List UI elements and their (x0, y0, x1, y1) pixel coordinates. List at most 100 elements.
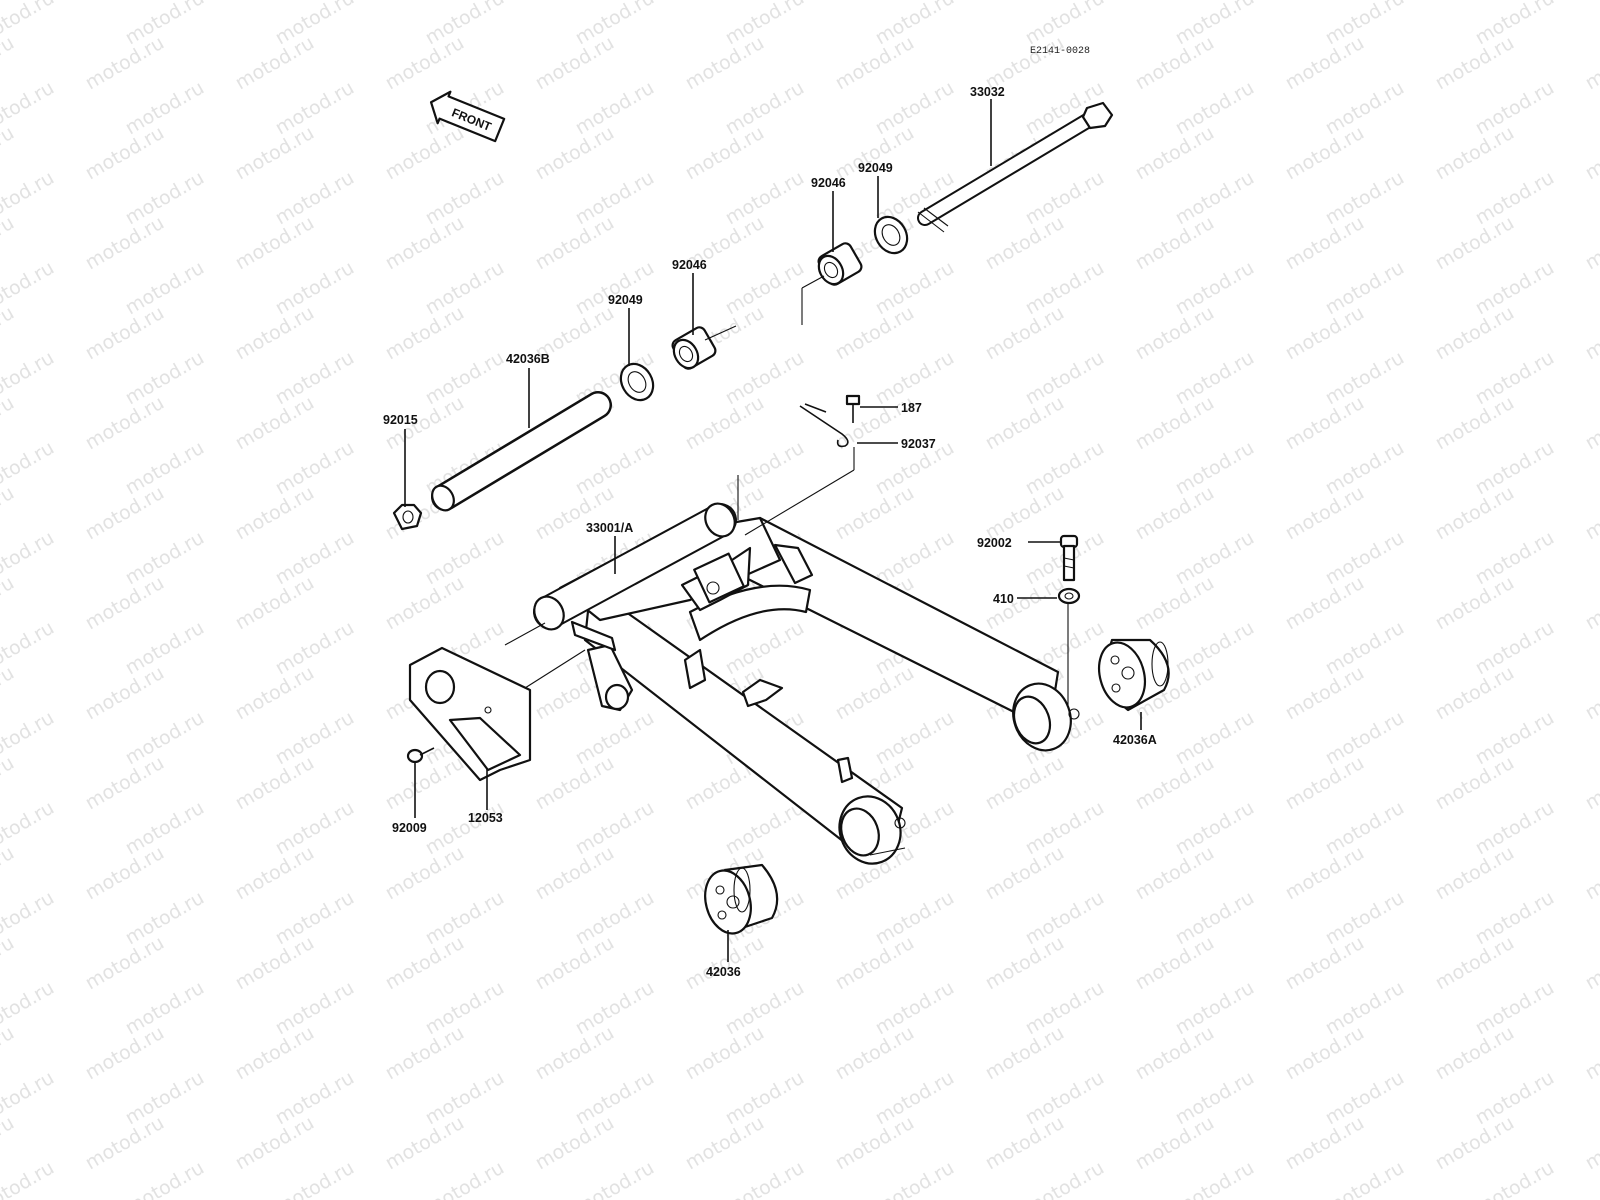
watermark-text: motod.ru (232, 212, 318, 275)
watermark-text: motod.ru (382, 1022, 468, 1085)
watermark-text: motod.ru (572, 797, 658, 860)
watermark-text: motod.ru (572, 0, 658, 49)
label-92049-lower: 92049 (608, 293, 643, 307)
watermark-text: motod.ru (1472, 977, 1558, 1040)
watermark-text: motod.ru (1282, 752, 1368, 815)
watermark-text: motod.ru (682, 1022, 768, 1085)
watermark-text: motod.ru (572, 437, 658, 500)
watermark-text: motod.ru (0, 572, 18, 635)
watermark-text: motod.ru (0, 662, 18, 725)
label-92046-lower: 92046 (672, 258, 707, 272)
watermark-text: motod.ru (682, 32, 768, 95)
watermark-text: motod.ru (1582, 0, 1600, 4)
watermark-text: motod.ru (1132, 842, 1218, 905)
label-92015: 92015 (383, 413, 418, 427)
watermark-text: motod.ru (722, 257, 808, 320)
watermark-text: motod.ru (422, 1157, 508, 1200)
watermark-text: motod.ru (382, 572, 468, 635)
watermark-text: motod.ru (1322, 0, 1408, 49)
watermark-text: motod.ru (1582, 1022, 1600, 1085)
ref-code: E2141-0028 (1030, 46, 1090, 57)
watermark-text: motod.ru (1282, 122, 1368, 185)
watermark-text: motod.ru (1172, 347, 1258, 410)
watermark-text: motod.ru (1322, 617, 1408, 680)
watermark-text: motod.ru (1322, 77, 1408, 140)
watermark-text: motod.ru (872, 1067, 958, 1130)
eccentric-42036a (1097, 638, 1170, 712)
watermark-text: motod.ru (722, 1067, 808, 1130)
watermark-text: motod.ru (122, 617, 208, 680)
watermark-text: motod.ru (682, 122, 768, 185)
watermark-text: motod.ru (0, 1157, 58, 1200)
watermark-text: motod.ru (722, 347, 808, 410)
watermark-text: motod.ru (0, 302, 18, 365)
watermark-text: motod.ru (122, 347, 208, 410)
watermark-text: motod.ru (272, 437, 358, 500)
watermark-text: motod.ru (532, 212, 618, 275)
watermark-text: motod.ru (872, 977, 958, 1040)
watermark-text: motod.ru (722, 797, 808, 860)
watermark-text: motod.ru (0, 392, 18, 455)
watermark-text: motod.ru (272, 1157, 358, 1200)
watermark-text: motod.ru (272, 0, 358, 49)
watermark-text: motod.ru (82, 1022, 168, 1085)
watermark-text: motod.ru (1132, 1022, 1218, 1085)
watermark-text: motod.ru (982, 1022, 1068, 1085)
watermark-text: motod.ru (1432, 302, 1518, 365)
watermark-text: motod.ru (1322, 167, 1408, 230)
watermark-text: motod.ru (422, 977, 508, 1040)
watermark-text: motod.ru (1472, 527, 1558, 590)
watermark-text: motod.ru (272, 977, 358, 1040)
watermark-text: motod.ru (1322, 257, 1408, 320)
watermark-text: motod.ru (532, 752, 618, 815)
watermark-text: motod.ru (1472, 1067, 1558, 1130)
watermark-text: motod.ru (1432, 932, 1518, 995)
watermark-text: motod.ru (232, 572, 318, 635)
watermark-text: motod.ru (682, 392, 768, 455)
label-410: 410 (993, 592, 1014, 606)
watermark-text: motod.ru (1282, 662, 1368, 725)
watermark-text: motod.ru (122, 527, 208, 590)
watermark-text: motod.ru (1132, 302, 1218, 365)
watermark-text: motod.ru (1172, 437, 1258, 500)
watermark-text: motod.ru (422, 797, 508, 860)
watermark-text: motod.ru (832, 482, 918, 545)
watermark-text: motod.ru (1432, 0, 1518, 4)
watermark-text: motod.ru (122, 797, 208, 860)
watermark-text: motod.ru (1432, 1112, 1518, 1175)
watermark-text: motod.ru (382, 842, 468, 905)
watermark-text: motod.ru (722, 617, 808, 680)
watermark-text: motod.ru (1472, 887, 1558, 950)
watermark-text: motod.ru (1132, 482, 1218, 545)
watermark-text: motod.ru (532, 122, 618, 185)
label-42036b: 42036B (506, 352, 550, 366)
watermark-text: motod.ru (82, 842, 168, 905)
watermark-text: motod.ru (382, 32, 468, 95)
watermark-text: motod.ru (122, 887, 208, 950)
label-42036: 42036 (706, 965, 741, 979)
watermark-text: motod.ru (722, 1157, 808, 1200)
watermark-text: motod.ru (232, 1022, 318, 1085)
watermark-text: motod.ru (1282, 1112, 1368, 1175)
watermark-text: motod.ru (1022, 167, 1108, 230)
watermark-text: motod.ru (982, 1112, 1068, 1175)
watermark-text: motod.ru (232, 122, 318, 185)
bearing-92046-upper (817, 242, 863, 286)
watermark-text: motod.ru (1322, 707, 1408, 770)
watermark-text: motod.ru (0, 32, 18, 95)
watermark-text: motod.ru (122, 77, 208, 140)
watermark-text: motod.ru (1472, 77, 1558, 140)
watermark-text: motod.ru (1172, 707, 1258, 770)
watermark-text: motod.ru (0, 932, 18, 995)
watermark-text: motod.ru (1432, 662, 1518, 725)
watermark-text: motod.ru (832, 0, 918, 4)
watermark-text: motod.ru (232, 392, 318, 455)
watermark-text: motod.ru (0, 1022, 18, 1085)
watermark-text: motod.ru (1022, 0, 1108, 49)
watermark-text: motod.ru (122, 0, 208, 49)
label-33001: 33001/A (586, 521, 633, 535)
watermark-text: motod.ru (122, 167, 208, 230)
label-33032: 33032 (970, 85, 1005, 99)
watermark-text: motod.ru (572, 1067, 658, 1130)
